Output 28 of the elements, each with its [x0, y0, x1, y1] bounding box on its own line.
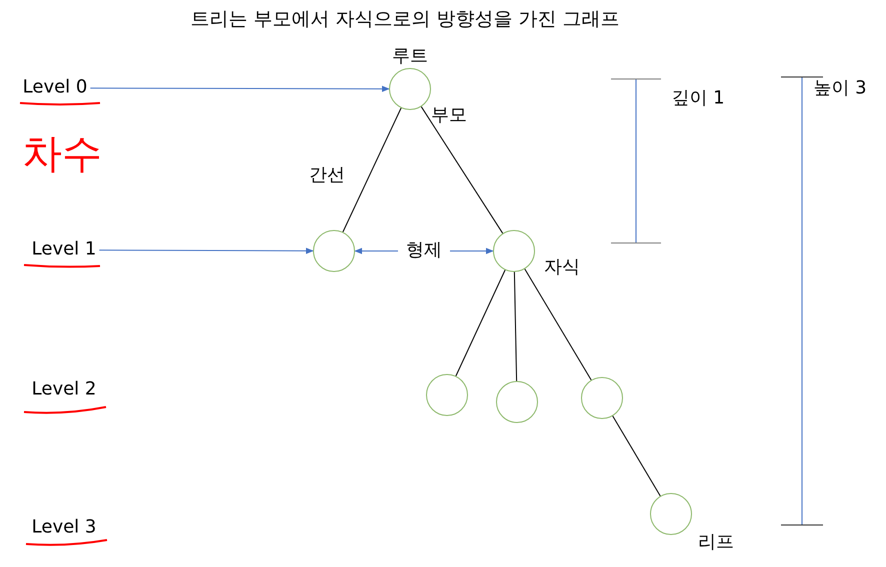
tree-node-circle: [650, 493, 692, 535]
tree-node-circle: [496, 381, 538, 423]
diagram-title: 트리는 부모에서 자식으로의 방향성을 가진 그래프: [190, 9, 620, 31]
tree-node-circle: [313, 230, 355, 272]
connector-line: [420, 106, 504, 234]
arrow: [90, 86, 390, 92]
node-caption: 리프: [698, 532, 734, 554]
level-label: Level 1: [32, 240, 96, 260]
level-label: Level 3: [32, 518, 96, 538]
node-caption: 루트: [392, 46, 428, 68]
level-label: Level 2: [32, 380, 96, 400]
connector-line: [455, 270, 506, 376]
connector-line: [342, 108, 402, 232]
edge-label: 형제: [398, 240, 450, 262]
dimension-label: 높이 3: [813, 78, 867, 100]
tree-node-circle: [426, 374, 468, 416]
level-label: Level 0: [22, 78, 88, 98]
connector-line: [514, 272, 518, 382]
handwritten-note: 차수: [22, 131, 102, 177]
tree-node-circle: [493, 230, 535, 272]
connector-line: [612, 416, 661, 496]
arrow: [98, 248, 314, 254]
connector-line: [524, 268, 592, 380]
tree-node-circle: [581, 377, 623, 419]
node-caption: 자식: [544, 258, 580, 278]
node-caption: 부모: [431, 106, 467, 126]
tree-node-circle: [389, 68, 431, 110]
dimension-label: 깊이 1: [671, 88, 725, 110]
